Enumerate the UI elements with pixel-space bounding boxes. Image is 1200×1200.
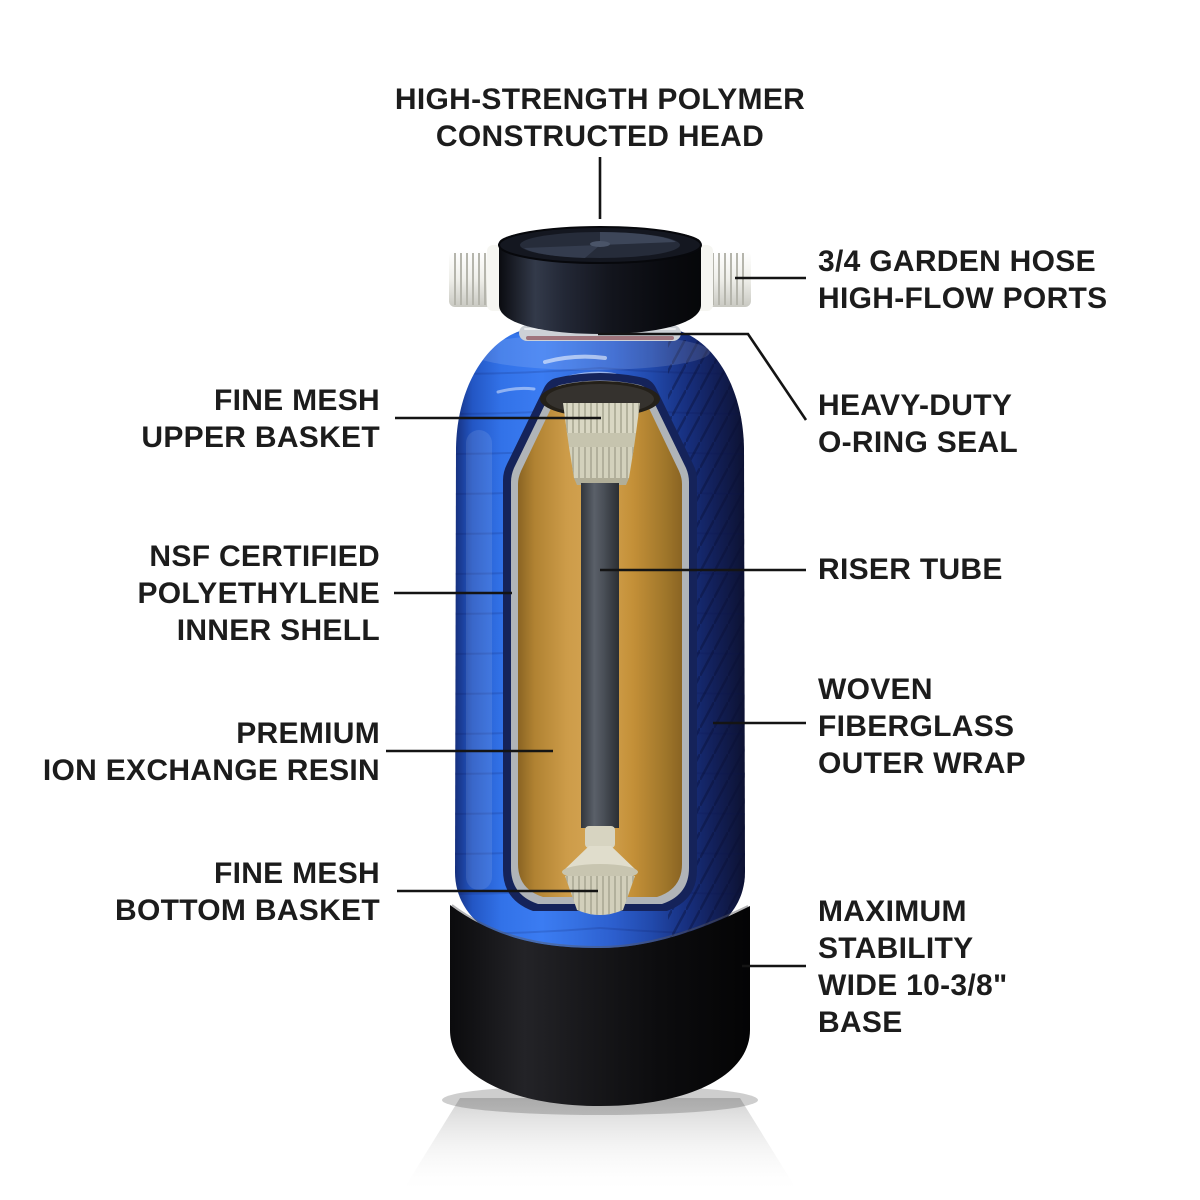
callout-upper-basket: FINE MESH UPPER BASKET — [141, 384, 380, 454]
head-cap — [498, 226, 702, 334]
leader-oring — [598, 332, 808, 421]
callout-oring: HEAVY-DUTY O-RING SEAL — [818, 389, 1018, 459]
base-boot — [450, 904, 750, 1106]
callout-base: MAXIMUM STABILITY WIDE 10-3/8" BASE — [818, 895, 1008, 1039]
leader-lines — [386, 157, 808, 968]
callout-riser: RISER TUBE — [818, 553, 1003, 586]
callout-outer-wrap: WOVEN FIBERGLASS OUTER WRAP — [818, 673, 1026, 780]
bottom-basket — [562, 826, 638, 915]
callout-bottom-basket: FINE MESH BOTTOM BASKET — [114, 857, 380, 927]
upper-basket — [540, 381, 660, 485]
callout-ports: 3/4 GARDEN HOSE HIGH-FLOW PORTS — [818, 245, 1108, 315]
callout-head: HIGH-STRENGTH POLYMER CONSTRUCTED HEAD — [394, 83, 806, 153]
callout-inner-shell: NSF CERTIFIED POLYETHYLENE INNER SHELL — [137, 540, 380, 647]
callout-resin: PREMIUM ION EXCHANGE RESIN — [42, 717, 380, 787]
riser-tube — [581, 483, 619, 828]
